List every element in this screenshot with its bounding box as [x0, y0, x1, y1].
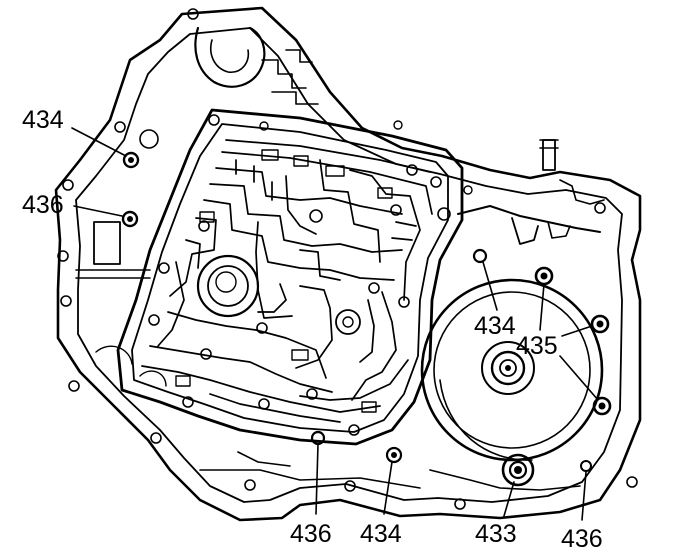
valve-body: [116, 108, 464, 446]
leader-436-bottomright: [581, 471, 587, 521]
leader-434-center: [482, 261, 498, 311]
bolt-434-bottom: [385, 446, 403, 464]
valve-body-bolt-holes: [148, 114, 451, 436]
leader-435-c: [559, 355, 599, 401]
leader-434-topleft: [71, 127, 127, 157]
bolt-435-right: [590, 314, 610, 334]
callout-434-topleft: 434: [22, 106, 64, 134]
bolt-434-topleft: [122, 151, 140, 169]
fasteners: [121, 151, 612, 487]
leader-lines: [71, 127, 599, 521]
leader-435-b: [561, 325, 593, 337]
bolt-434-center: [472, 248, 488, 264]
leader-433-bottom: [503, 481, 515, 517]
callout-434-bottom: 434: [360, 520, 402, 548]
callout-436-bottom: 436: [290, 520, 332, 548]
passage-ports: [175, 149, 393, 413]
callout-labels: 434 436 434 435 436 434 433 436: [22, 106, 603, 553]
callout-435-right: 435: [516, 332, 558, 360]
bolt-436-bottomright: [580, 460, 592, 472]
bolt-435-lower: [592, 396, 612, 416]
leader-436-left: [73, 205, 123, 217]
callout-433-bottom: 433: [475, 520, 517, 548]
leader-436-bottom: [315, 443, 319, 515]
case-bolt-holes: [57, 8, 638, 510]
fluid-passages: [141, 139, 433, 423]
callout-436-left: 436: [22, 191, 64, 219]
callout-436-bottomright: 436: [561, 525, 603, 553]
bolt-433-bottom: [501, 453, 535, 487]
callout-434-center: 434: [474, 312, 516, 340]
accumulator-cover: [420, 278, 604, 462]
leader-434-bottom: [383, 461, 393, 515]
leader-435-a: [539, 283, 545, 331]
bolt-435-top: [534, 266, 554, 286]
bolt-436-left: [121, 210, 139, 228]
